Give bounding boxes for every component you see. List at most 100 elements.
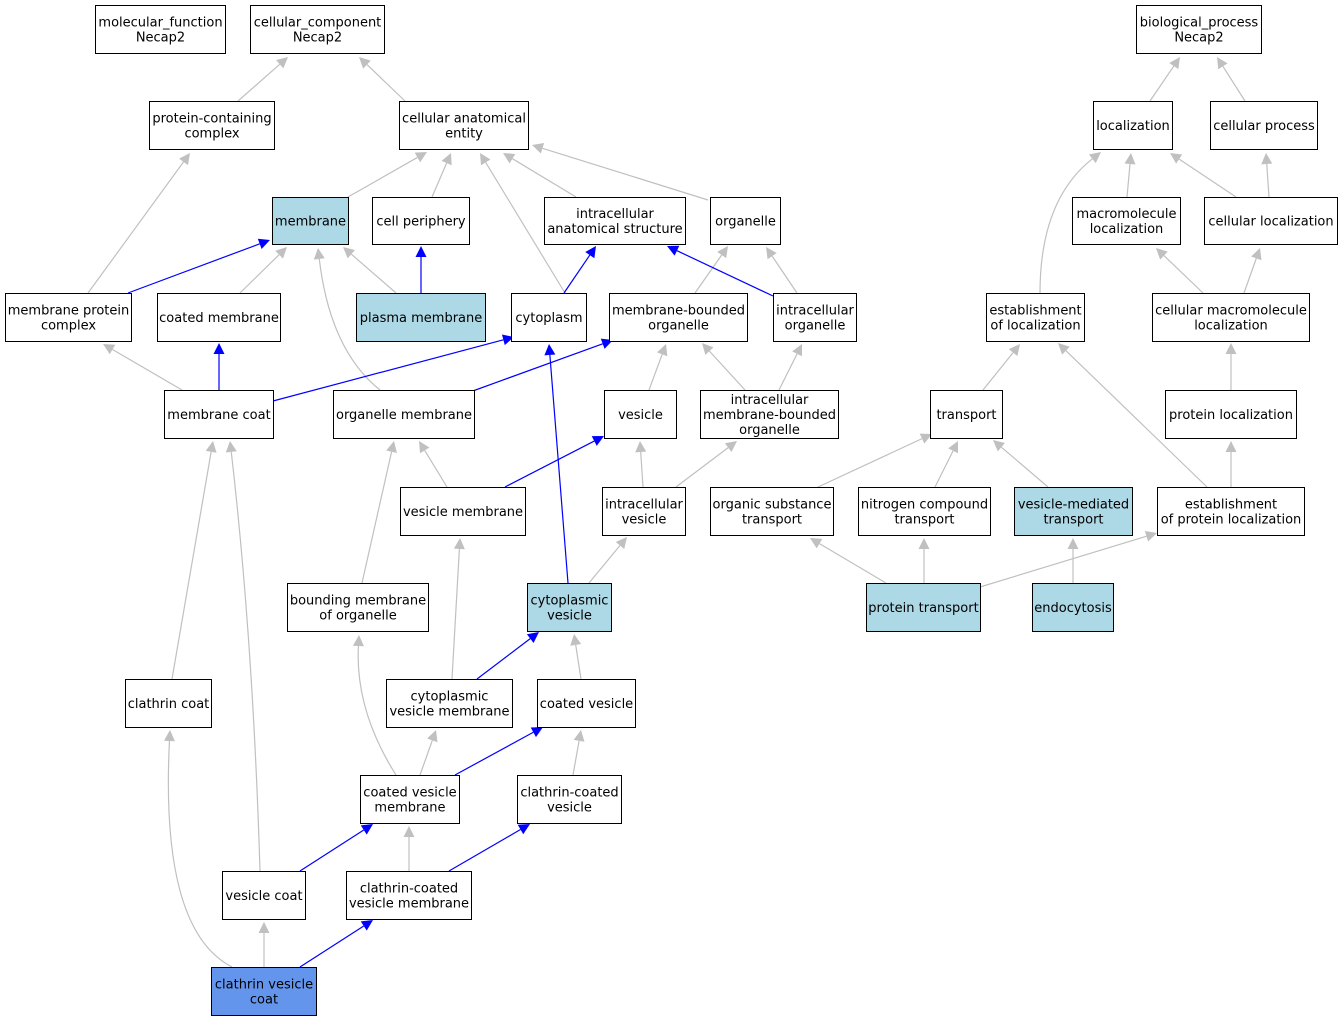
node-clathrin-coat[interactable]: clathrin coat bbox=[125, 679, 212, 728]
edge-line bbox=[771, 255, 798, 294]
node-label-line: Necap2 bbox=[136, 31, 185, 46]
edge-line bbox=[239, 254, 280, 294]
edge-vesicle-coat-to-membrane-coat bbox=[225, 441, 261, 872]
node-protein-localization[interactable]: protein localization bbox=[1165, 390, 1297, 439]
node-transport[interactable]: transport bbox=[930, 390, 1003, 439]
edge-clathrin-coat-to-membrane-coat bbox=[171, 441, 217, 680]
edge-vesicle-membrane-to-organelle-membrane bbox=[419, 441, 448, 488]
edge-clathrin-coated-vesicle-membrane-to-coated-vesicle-membrane bbox=[403, 826, 415, 871]
node-box bbox=[1165, 390, 1297, 439]
node-label-line: of localization bbox=[990, 319, 1080, 334]
node-box bbox=[602, 487, 686, 536]
node-protein-transport[interactable]: protein transport bbox=[866, 583, 981, 632]
node-cellular-localization[interactable]: cellular localization bbox=[1204, 197, 1338, 245]
edge-establishment-of-protein-localization-to-establishment-of-localization bbox=[1058, 343, 1208, 488]
edge-line bbox=[112, 349, 183, 391]
edge-coated-vesicle-to-cytoplasmic-vesicle bbox=[570, 634, 582, 680]
node-label-line: transport bbox=[936, 408, 996, 423]
node-label-line: organelle bbox=[715, 215, 776, 230]
node-box bbox=[125, 679, 212, 728]
node-cytoplasm[interactable]: cytoplasm bbox=[511, 293, 587, 342]
node-label-line: establishment bbox=[989, 304, 1081, 319]
edge-line bbox=[504, 440, 595, 488]
node-plasma-membrane[interactable]: plasma membrane bbox=[356, 293, 486, 342]
node-organelle-membrane[interactable]: organelle membrane bbox=[333, 390, 475, 439]
edge-coated-membrane-to-membrane bbox=[239, 247, 287, 294]
edge-arrowhead bbox=[225, 441, 237, 453]
node-coated-vesicle[interactable]: coated vesicle bbox=[537, 679, 636, 728]
node-cell-periphery[interactable]: cell periphery bbox=[372, 197, 470, 245]
node-vesicle-coat[interactable]: vesicle coat bbox=[222, 871, 306, 920]
node-label-line: organelle bbox=[785, 319, 846, 334]
node-label-line: transport bbox=[894, 513, 954, 528]
node-membrane[interactable]: membrane bbox=[272, 197, 349, 245]
edge-line bbox=[431, 162, 448, 198]
node-label-line: vesicle membrane bbox=[389, 705, 509, 720]
node-label-line: clathrin vesicle bbox=[215, 978, 313, 993]
node-label-line: membrane-bounded bbox=[703, 408, 836, 423]
edge-line bbox=[350, 253, 397, 294]
node-organelle[interactable]: organelle bbox=[710, 197, 781, 245]
node-localization[interactable]: localization bbox=[1093, 101, 1173, 150]
node-vesicle[interactable]: vesicle bbox=[604, 390, 677, 439]
edge-coated-vesicle-membrane-to-cytoplasmic-vesicle-membrane bbox=[419, 730, 438, 776]
edge-line bbox=[424, 450, 448, 488]
edge-line bbox=[171, 451, 212, 680]
node-label-line: establishment bbox=[1185, 498, 1277, 513]
node-membrane-coat[interactable]: membrane coat bbox=[164, 390, 274, 439]
node-coated-membrane[interactable]: coated membrane bbox=[157, 293, 281, 342]
edge-clathrin-vesicle-coat-to-clathrin-coated-vesicle-membrane bbox=[299, 920, 373, 968]
node-cellular-process[interactable]: cellular process bbox=[1210, 101, 1318, 150]
edge-arrowhead bbox=[570, 634, 582, 646]
edge-line bbox=[1243, 258, 1257, 294]
edge-arrowhead bbox=[205, 441, 217, 453]
node-box bbox=[604, 390, 677, 439]
node-box bbox=[710, 487, 834, 536]
node-box bbox=[773, 293, 857, 342]
node-vesicle-membrane[interactable]: vesicle membrane bbox=[400, 487, 526, 536]
edge-cellular-macromolecule-localization-to-cellular-localization bbox=[1243, 248, 1262, 294]
edge-membrane-coat-to-cytoplasm bbox=[272, 334, 514, 402]
node-label-line: cell periphery bbox=[376, 215, 466, 230]
node-label-line: vesicle-mediated bbox=[1018, 498, 1129, 513]
edge-arrowhead bbox=[213, 343, 225, 354]
node-label-line: endocytosis bbox=[1034, 601, 1112, 616]
node-endocytosis[interactable]: endocytosis bbox=[1032, 583, 1114, 632]
edge-arrowhead bbox=[1124, 153, 1136, 165]
node-label-line: intracellular bbox=[576, 207, 654, 222]
edge-line bbox=[934, 450, 954, 488]
node-label-line: Necap2 bbox=[1174, 31, 1223, 46]
edge-vesicle-mediated-transport-to-transport bbox=[993, 440, 1049, 488]
edge-arrowhead bbox=[702, 343, 714, 355]
node-label-line: of protein localization bbox=[1161, 513, 1302, 528]
edges-layer bbox=[87, 57, 1273, 968]
node-label-line: cytoplasm bbox=[515, 311, 582, 326]
edge-line bbox=[1222, 65, 1246, 102]
